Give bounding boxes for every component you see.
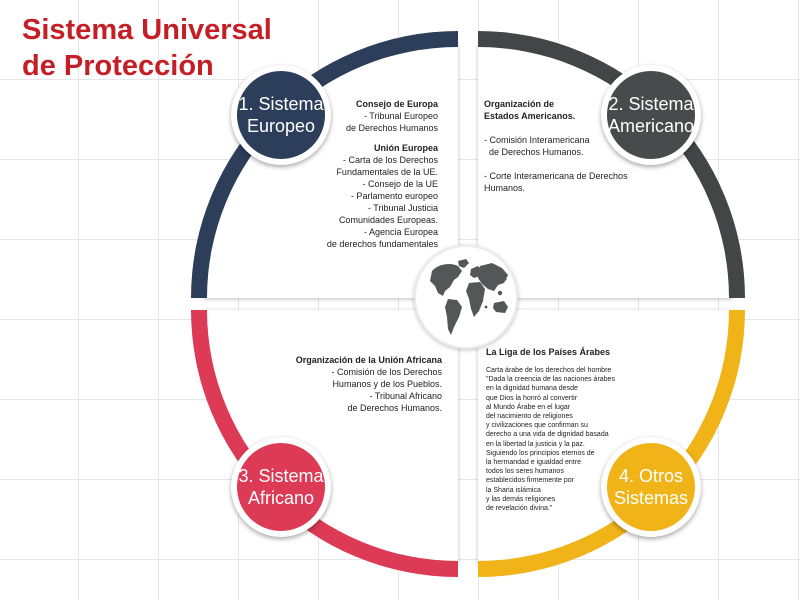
otros-heading: La Liga de los Países Árabes [486, 347, 611, 357]
europeo-item: Fundamentales de la UE. [336, 167, 438, 177]
otros-line: derecho a una vida de dignidad basada [486, 431, 609, 439]
africano-heading: Organización de la Unión Africana [295, 355, 442, 365]
quadrant-americano-fill [478, 44, 732, 298]
europeo-item: Comunidades Europeas. [338, 215, 438, 225]
otros-line: en la libertad la justicia y la paz. [486, 440, 585, 448]
otros-line: establecidos firmemente por [486, 477, 574, 485]
badge-3-line-2: Africano [247, 488, 315, 508]
badge-1-line-1: 1. Sistema [238, 94, 324, 114]
africano-text: Organización de la Unión Africana - Comi… [270, 354, 442, 414]
otros-line: Siguiendo los principios eternos de [486, 449, 595, 457]
americano-line: de Derechos Humanos. [489, 147, 584, 157]
globe-map [430, 259, 508, 335]
arc-europeo [191, 31, 458, 298]
otros-line: Carta árabe de los derechos del hombre [486, 367, 612, 374]
americano-line: Humanos. [484, 183, 526, 193]
americano-text: Organización de Estados Americanos. - Co… [484, 98, 684, 194]
quadrant-otros-fill [478, 310, 732, 564]
badge-2-line-1: 2. Sistema [608, 94, 694, 114]
americano-line: - Corte Interamericana de Derechos [484, 171, 628, 181]
africano-item: Humanos y de los Pueblos. [332, 379, 442, 389]
otros-line: "Dada la creencia de las naciones árabes [486, 376, 615, 384]
otros-line: y las demás religiones [486, 495, 556, 503]
europeo-item: - Agencia Europea [363, 227, 438, 237]
badge-2-line-2: Americano [607, 116, 695, 136]
otros-line: la Sharia islámica [486, 486, 541, 494]
badge-4-line-2: Sistemas [613, 488, 689, 508]
otros-line: la hermandad e igualdad entre [486, 459, 581, 467]
europeo-item: - Consejo de la UE [362, 179, 438, 189]
europeo-item: - Tribunal Justicia [367, 203, 438, 213]
title-line-1: Sistema Universal [22, 14, 272, 46]
page-title: Sistema Universal de Protección [22, 12, 272, 84]
europeo-heading-union: Unión Europea [373, 143, 438, 153]
americano-heading: Organización de [484, 99, 555, 109]
europeo-line: de Derechos Humanos [345, 123, 438, 133]
quadrant-europeo-fill [204, 44, 458, 298]
europeo-item: - Parlamento europeo [350, 191, 438, 201]
otros-line: de revelación divina." [486, 505, 553, 513]
otros-line: que Dios la honró al convertir [486, 394, 578, 402]
arc-otros [478, 310, 745, 577]
otros-text: La Liga de los Países Árabes Carta árabe… [486, 346, 636, 513]
africano-item: de Derechos Humanos. [347, 403, 442, 413]
badge-4-line-1: 4. Otros [618, 466, 684, 486]
otros-line: en la dignidad humana desde [486, 385, 578, 393]
otros-body: Carta árabe de los derechos del hombre "D… [486, 366, 636, 513]
title-line-2: de Protección [22, 50, 214, 82]
africano-item: - Comisión de los Derechos [331, 367, 442, 377]
otros-line: y civilizaciones que confirman su [486, 422, 588, 430]
europeo-line: - Tribunal Europeo [363, 111, 438, 121]
europeo-item: de derechos fundamentales [326, 239, 438, 249]
africano-item: - Tribunal Africano [369, 391, 442, 401]
otros-line: del nacimiento de religiones [486, 413, 573, 421]
europeo-item: - Carta de los Derechos [342, 155, 438, 165]
arc-africano [191, 310, 458, 577]
otros-line: todos los seres humanos [486, 468, 564, 476]
otros-line: al Mundo Árabe en el lugar [486, 403, 571, 411]
quadrant-africano-fill [204, 310, 458, 564]
badge-3-line-1: 3. Sistema [238, 466, 324, 486]
europeo-text: Consejo de Europa - Tribunal Europeo de … [300, 98, 438, 250]
badge-1-line-2: Europeo [246, 116, 316, 136]
americano-heading: Estados Americanos. [484, 111, 576, 121]
europeo-heading-consejo: Consejo de Europa [355, 99, 438, 109]
americano-line: - Comisión Interamericana [484, 135, 590, 145]
world-globe-icon [414, 245, 518, 349]
